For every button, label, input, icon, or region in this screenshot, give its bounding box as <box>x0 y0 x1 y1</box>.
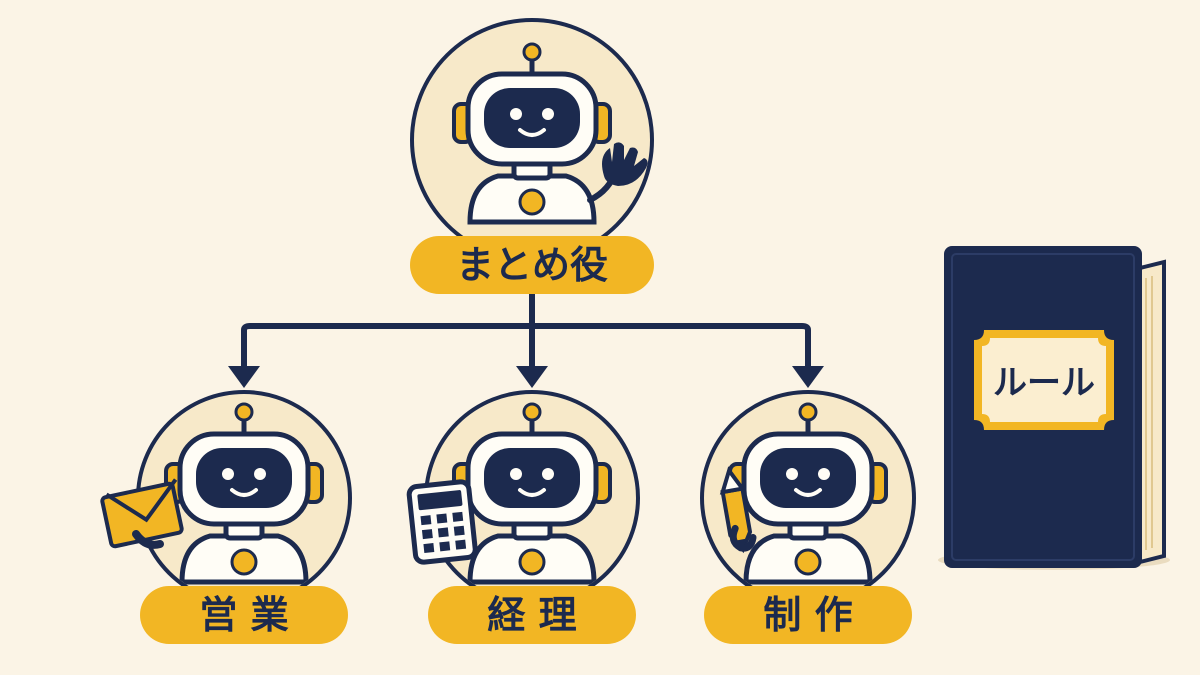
rulebook-label-plate: ルール <box>974 330 1114 430</box>
calculator-icon <box>406 479 478 565</box>
pencil-icon <box>719 466 757 554</box>
accounting-label: 経 理 <box>487 593 576 637</box>
sales-node: 営 業 <box>100 390 352 644</box>
production-node: 制 作 <box>700 390 916 644</box>
waving-hand-icon <box>602 142 648 186</box>
sales-label: 営 業 <box>199 593 288 637</box>
accounting-node: 経 理 <box>406 390 640 644</box>
connector-lines <box>241 291 811 375</box>
arrow-to-accounting <box>516 366 548 388</box>
connector-arrowheads <box>228 366 824 388</box>
arrow-to-sales <box>228 366 260 388</box>
rulebook-title: ルール <box>993 363 1095 403</box>
leader-label: まとめ役 <box>456 243 608 287</box>
production-label: 制 作 <box>763 593 852 637</box>
rulebook: ルール <box>938 246 1170 570</box>
leader-node: まとめ役 <box>410 18 654 294</box>
arrow-to-production <box>792 366 824 388</box>
envelope-icon <box>100 478 184 549</box>
